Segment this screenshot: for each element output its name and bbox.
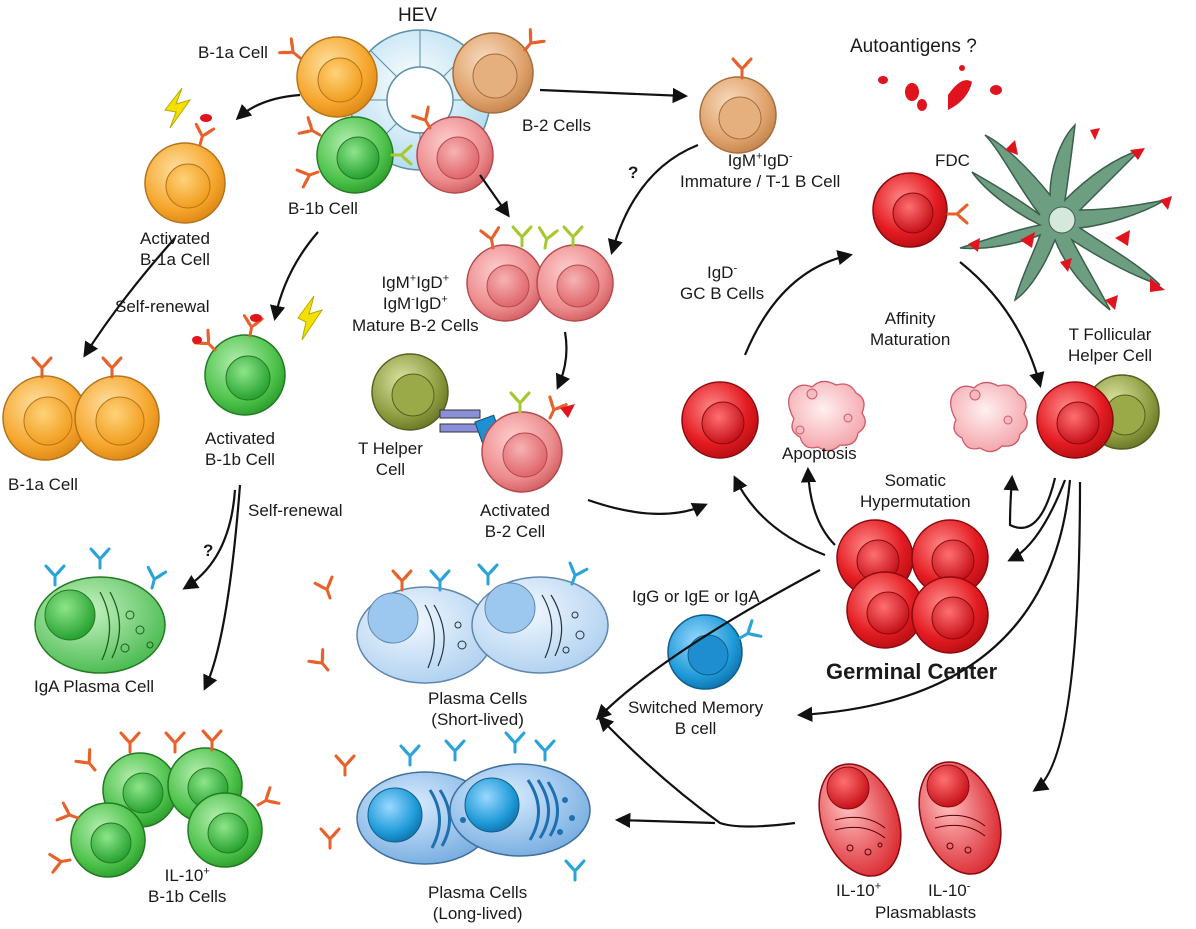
switched-memory-label: Switched Memory B cell <box>628 698 764 739</box>
igd-gc-b-cells-label: IgD- GC B Cells <box>680 262 765 304</box>
activated-b1a-cell <box>144 87 226 224</box>
mature-b2-label: IgM+IgD+ IgM-IgD+ Mature B-2 Cells <box>352 272 479 335</box>
t-helper-label: T Helper Cell <box>358 439 423 480</box>
b2-cell-hev <box>452 28 546 114</box>
il10-b1b-cells <box>48 729 281 878</box>
iga-plasma-cell-label: IgA Plasma Cell <box>34 677 154 696</box>
plasma-cells-short <box>307 561 609 684</box>
b1a-cell-pair <box>2 356 160 461</box>
mature-b2-cells <box>466 225 614 322</box>
t-helper-cell <box>371 353 502 444</box>
gc-b-cell-fdc <box>872 172 969 248</box>
question-mark-1: ? <box>628 163 639 182</box>
il10-plus-label: IL-10+ <box>836 880 882 900</box>
question-mark-2: ? <box>203 541 214 560</box>
plasma-long-label: Plasma Cells (Long-lived) <box>428 883 528 924</box>
self-renewal-1-label: Self-renewal <box>115 297 210 316</box>
plasma-short-label: Plasma Cells (Short-lived) <box>428 689 528 730</box>
apoptosis-label: Apoptosis <box>782 444 857 463</box>
b2-cells-label: B-2 Cells <box>522 116 591 135</box>
plasmablast-il10-minus <box>918 761 1002 875</box>
activated-b1a-label: Activated B-1a Cell <box>140 229 210 270</box>
b1b-cell-top-label: B-1b Cell <box>288 199 358 218</box>
apoptotic-cell-1 <box>788 380 866 452</box>
b1a-cell-top <box>278 36 378 118</box>
gc-b-cell-left <box>681 381 759 459</box>
il10-minus-label: IL-10- <box>928 880 971 900</box>
lightning-icon <box>164 87 192 129</box>
iga-plasma-cell <box>34 547 168 674</box>
gc-b-cell-tfh <box>1036 374 1160 459</box>
hev-label: HEV <box>398 5 438 26</box>
plasma-cells-long <box>319 731 591 882</box>
flow-arrows <box>83 87 1082 829</box>
igg-ige-iga-label: IgG or IgE or IgA <box>632 587 760 606</box>
activated-b2-label: Activated B-2 Cell <box>480 501 550 542</box>
immature-b-cell-label: IgM+IgD- Immature / T-1 B Cell <box>680 150 841 192</box>
germinal-center-label: Germinal Center <box>826 659 998 684</box>
affinity-maturation-label: Affinity Maturation <box>870 309 951 350</box>
apoptotic-cell-2 <box>950 381 1028 453</box>
t-follicular-helper-label: T Follicular Helper Cell <box>1068 325 1153 366</box>
switched-memory-b-cell <box>667 614 763 690</box>
plasmablast-il10-plus <box>818 763 902 877</box>
somatic-hypermutation-label: Somatic Hypermutation <box>860 471 971 512</box>
b1a-cell-top-label: B-1a Cell <box>198 43 268 62</box>
b2-cell-pink-hev <box>411 105 494 194</box>
autoantigens-label: Autoantigens ? <box>850 36 977 57</box>
fdc-label: FDC <box>935 151 970 170</box>
fdc-cell <box>959 122 1172 311</box>
activated-b1b-label: Activated B-1b Cell <box>205 429 275 470</box>
b1b-cell-top <box>295 116 413 194</box>
activated-b2-cell <box>481 391 575 493</box>
autoantigens <box>878 65 1002 111</box>
self-renewal-2-label: Self-renewal <box>248 501 343 520</box>
germinal-center-cells <box>836 519 989 654</box>
immature-b-cell <box>699 57 777 154</box>
lightning-icon-2 <box>297 295 324 341</box>
plasmablasts-label: Plasmablasts <box>875 903 977 922</box>
b1a-cell-bottom-label: B-1a Cell <box>8 475 78 494</box>
il10-b1b-cells-label: IL-10+ B-1b Cells <box>148 865 227 907</box>
activated-b1b-cell <box>192 295 324 416</box>
